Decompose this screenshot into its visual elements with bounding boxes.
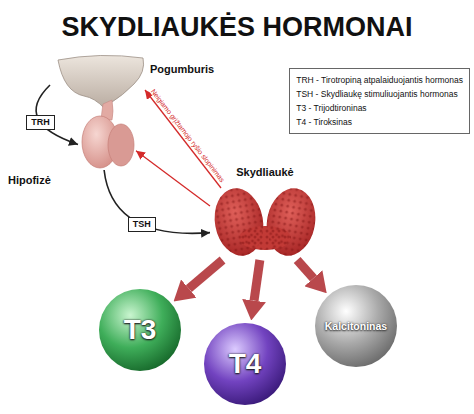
legend-row: T3 - Trijodtironinas [296,101,463,115]
legend-text: TRH - Tirotropiną atpalaiduojantis hormo… [296,75,463,85]
organ-label: Hipofizė [8,174,51,186]
hypothalamus-drawing [58,55,144,108]
legend-text: T4 - Tiroksinas [296,117,352,127]
legend-row: TRH - Tirotropiną atpalaiduojantis hormo… [296,73,463,87]
feedback-label: Neigiamo grįžtamojo ryšio slopinimas [149,87,227,184]
node-text: T4 [229,348,262,380]
thyroid-region: Skydliaukė [210,188,320,260]
pituitary-lobe [108,124,134,166]
hormone-arrow [297,260,313,278]
signal-label: TRH [26,115,55,130]
hormone-sphere: T3 [98,288,182,372]
hormone-arrow [189,260,223,289]
sphere-body [204,323,286,405]
diagram-title: SKYDLIAUKĖS HORMONAI [0,12,474,43]
hormone-arrow [254,260,260,301]
node-text: Kalcitoninas [325,320,387,332]
organ-label: Pogumburis [150,63,214,75]
hormone-sphere: Kalcitoninas [314,284,398,368]
legend-row: TSH - Skydliaukę stimuliuojantis hormona… [296,87,463,101]
node-text: T3 [124,314,157,346]
sphere-body [99,289,181,371]
hypothalamus-region: Pogumburis [50,55,145,105]
legend-row: T4 - Tiroksinas [296,115,463,129]
signal-label: TSH [128,217,156,232]
pituitary-region: Hipofizė [78,106,136,170]
thyroid-drawing [209,184,320,259]
connector-arrow [104,170,210,233]
sphere-body [315,285,397,367]
legend-text: TSH - Skydliaukę stimuliuojantis hormona… [296,89,458,99]
connector-arrow [136,151,210,206]
legend-box: TRH - Tirotropiną atpalaiduojantis hormo… [289,68,470,134]
hormone-sphere: T4 [203,322,287,406]
legend-text: T3 - Trijodtironinas [296,103,366,113]
connector-arrow [145,90,221,188]
organ-label: Skydliaukė [210,166,320,178]
